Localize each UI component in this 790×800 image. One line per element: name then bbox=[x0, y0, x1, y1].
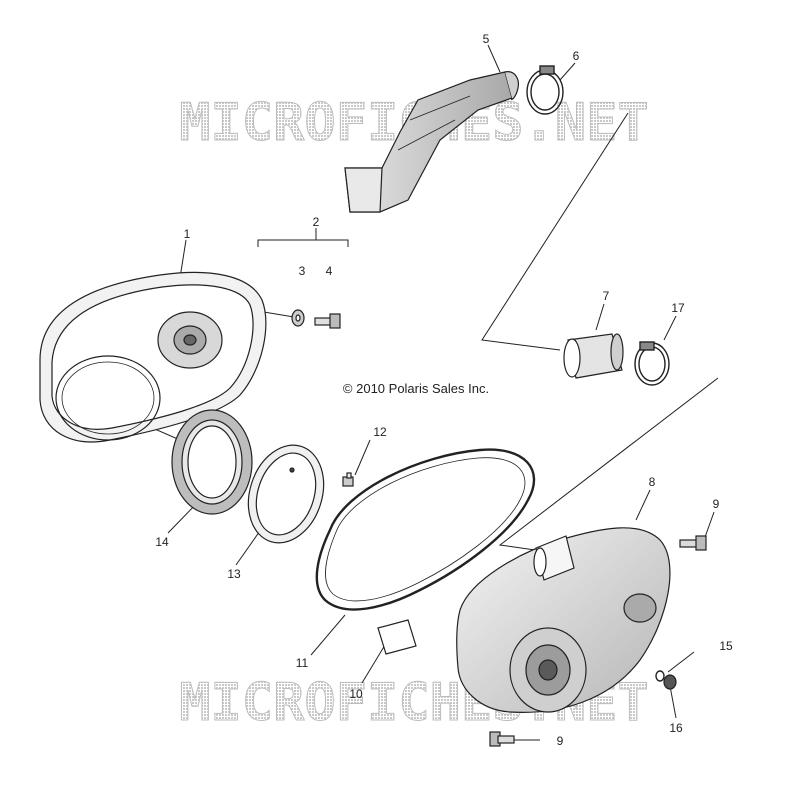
callout-17: 17 bbox=[671, 301, 685, 315]
part-6-hose-clamp bbox=[526, 65, 564, 115]
callout-8: 8 bbox=[649, 475, 656, 489]
callout-15: 15 bbox=[719, 639, 733, 653]
callout-14: 14 bbox=[155, 535, 169, 549]
part-7-duct-tube bbox=[563, 333, 624, 379]
part-13-gasket-plate bbox=[247, 444, 325, 544]
part-16-plug bbox=[663, 674, 677, 690]
callout-labels: 1 2 3 4 5 6 7 8 9 9 10 11 12 13 14 15 16… bbox=[155, 32, 733, 748]
copyright-notice: © 2010 Polaris Sales Inc. bbox=[343, 381, 489, 396]
part-4-bolt bbox=[314, 313, 341, 329]
part-14-seal bbox=[171, 409, 253, 515]
part-9-bolt-upper bbox=[679, 535, 707, 551]
part-12-bolt bbox=[342, 472, 354, 487]
part-11-drive-belt bbox=[315, 448, 536, 611]
part-10-decal bbox=[377, 619, 417, 655]
callout-16: 16 bbox=[669, 721, 683, 735]
callout-2: 2 bbox=[313, 215, 320, 229]
callout-4: 4 bbox=[326, 264, 333, 278]
callout-9-lower: 9 bbox=[557, 734, 564, 748]
callout-11: 11 bbox=[296, 656, 309, 670]
part-1-inner-cover bbox=[39, 271, 267, 443]
callout-9-upper: 9 bbox=[713, 497, 720, 511]
callout-7: 7 bbox=[603, 289, 610, 303]
callout-3: 3 bbox=[299, 264, 306, 278]
part-15-o-ring bbox=[655, 670, 665, 682]
part-8-outer-cover bbox=[456, 527, 671, 713]
part-9-bolt-lower bbox=[489, 731, 515, 747]
callout-10: 10 bbox=[349, 687, 363, 701]
callout-5: 5 bbox=[483, 32, 490, 46]
callout-6: 6 bbox=[573, 49, 580, 63]
callout-1: 1 bbox=[184, 227, 191, 241]
part-17-clamp bbox=[634, 341, 670, 386]
callout-13: 13 bbox=[227, 567, 241, 581]
leader-lines bbox=[69, 44, 719, 741]
callout-12: 12 bbox=[373, 425, 387, 439]
part-3-washer bbox=[291, 309, 305, 327]
part-5-air-duct bbox=[344, 71, 519, 213]
